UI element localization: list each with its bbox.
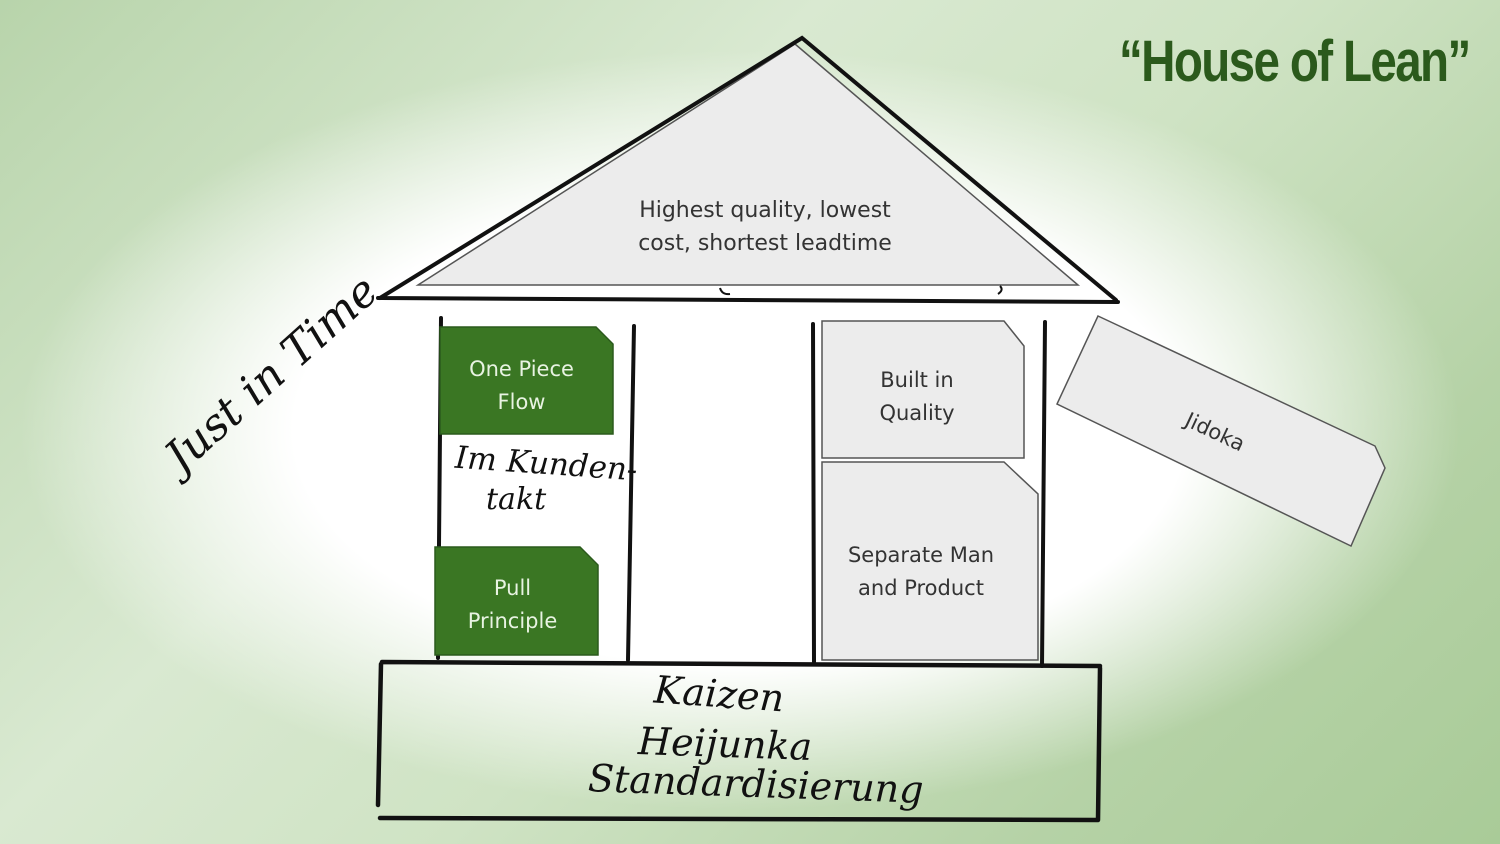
right-pillar-left-line [811,322,816,664]
roof-triangle [415,43,1081,286]
roof-sketch-mark [719,285,1003,296]
im-kundentakt-line2: takt [486,482,547,517]
roof-label: Highest quality, lowest cost, shortest l… [560,193,970,261]
left-pillar-right-line [626,324,636,662]
one-piece-flow-box: One Piece Flow [440,352,603,420]
built-in-quality-box: Built in Quality [822,363,1012,431]
roof-label-line1: Highest quality, lowest [639,198,891,223]
built-in-quality-box-shape [821,320,1025,459]
jidoka-box-shape [1056,315,1386,548]
separate-man-line1: Separate Man [847,543,995,567]
roof-outline [376,35,1120,304]
pull-principle-line2: Principle [467,609,558,633]
one-piece-flow-line1: One Piece [469,357,574,381]
pull-principle-box: Pull Principle [435,571,590,639]
built-in-quality-line2: Quality [879,401,955,425]
one-piece-flow-box-shape [439,326,614,435]
foundation-kaizen: Kaizen [652,667,786,721]
pull-principle-box-shape [434,546,599,656]
slide-title: “House of Lean” [1119,29,1471,94]
roof-label-line2: cost, shortest leadtime [638,231,892,256]
built-in-quality-line1: Built in [880,368,954,392]
right-pillar-right-line [1040,320,1047,668]
foundation-outline [375,659,1103,823]
pull-principle-line1: Pull [493,576,532,600]
separate-man-box-shape [821,461,1039,661]
separate-man-product-box: Separate Man and Product [822,538,1020,606]
separate-man-line2: and Product [858,576,984,600]
one-piece-flow-line2: Flow [497,390,546,414]
